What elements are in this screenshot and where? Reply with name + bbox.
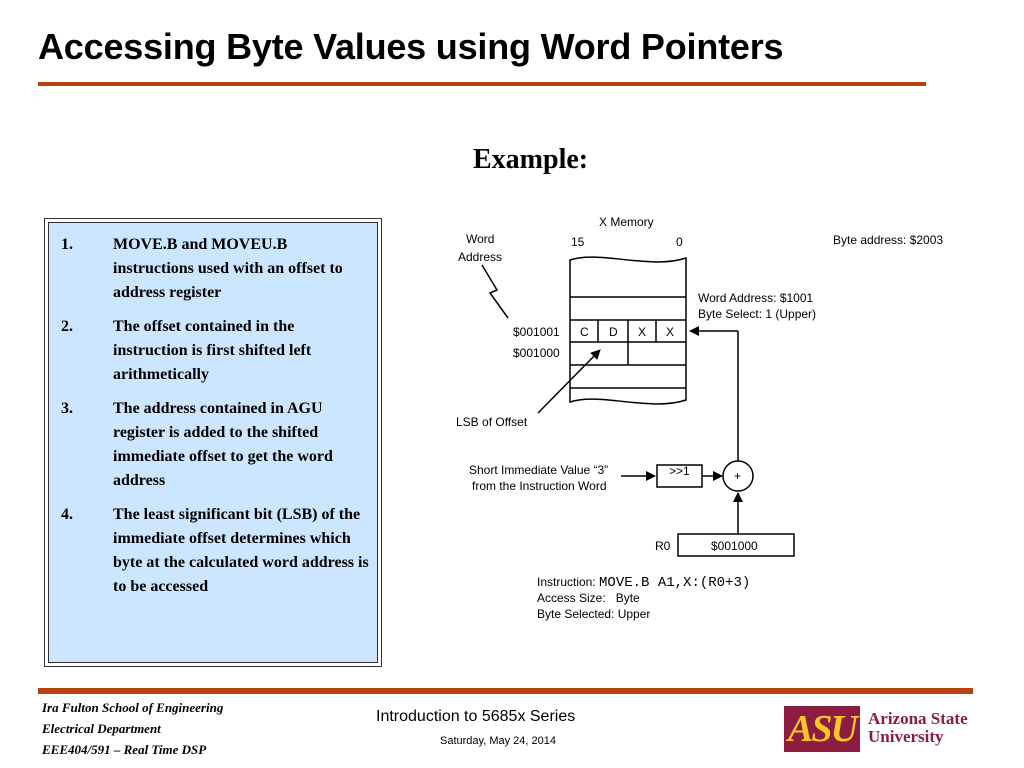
bit-low-label: 0 bbox=[676, 235, 683, 249]
instruction-code: MOVE.B A1,X:(R0+3) bbox=[599, 575, 750, 591]
byte-address-label: Byte address: $2003 bbox=[833, 233, 943, 247]
footer-institution: Ira Fulton School of Engineering Electri… bbox=[42, 697, 223, 760]
memory-diagram: X Memory 15 0 Word Address Byte address:… bbox=[456, 215, 943, 621]
asu-logo-line: University bbox=[868, 727, 944, 746]
list-number: 1. bbox=[61, 236, 73, 253]
list-item: 3. The address contained in AGU register … bbox=[59, 397, 369, 493]
bit-high-label: 15 bbox=[571, 235, 585, 249]
instruction-label: Instruction: bbox=[537, 575, 599, 589]
memory-cell: X bbox=[666, 325, 674, 339]
short-immediate-label: from the Instruction Word bbox=[472, 479, 607, 493]
list-text: The least significant bit (LSB) of the i… bbox=[113, 506, 369, 595]
list-number: 2. bbox=[61, 318, 73, 335]
memory-label: X Memory bbox=[599, 215, 654, 229]
address-1000: $001000 bbox=[513, 346, 560, 360]
list-number: 3. bbox=[61, 400, 73, 417]
register-name: R0 bbox=[655, 539, 671, 553]
byte-select-value: Byte Select: 1 (Upper) bbox=[698, 307, 816, 321]
example-heading: Example: bbox=[473, 144, 589, 175]
footer-department: Electrical Department bbox=[42, 721, 161, 736]
byte-selected: Byte Selected: Upper bbox=[537, 607, 650, 621]
lsb-label: LSB of Offset bbox=[456, 415, 528, 429]
shift-label: >>1 bbox=[669, 464, 690, 478]
instruction-line: Instruction: MOVE.B A1,X:(R0+3) bbox=[537, 575, 750, 591]
asu-logo: ASU Arizona State University bbox=[784, 706, 984, 752]
address-1001: $001001 bbox=[513, 325, 560, 339]
list-text: The offset contained in the instruction … bbox=[113, 318, 312, 383]
list-item: 4. The least significant bit (LSB) of the… bbox=[59, 503, 369, 599]
adder-symbol: + bbox=[734, 469, 741, 483]
list-number: 4. bbox=[61, 506, 73, 523]
asu-logo-line: Arizona State bbox=[868, 709, 968, 728]
asu-logo-mark: ASU bbox=[784, 706, 860, 752]
slide-title: Accessing Byte Values using Word Pointer… bbox=[38, 26, 784, 67]
word-address-value: Word Address: $1001 bbox=[698, 291, 814, 305]
word-address-label: Word bbox=[466, 232, 494, 246]
footer-divider bbox=[38, 688, 973, 694]
list-text: The address contained in AGU register is… bbox=[113, 400, 333, 489]
list-text: MOVE.B and MOVEU.B instructions used wit… bbox=[113, 236, 343, 301]
title-divider bbox=[38, 82, 926, 86]
memory-cell: C bbox=[580, 325, 589, 339]
steps-list: 1. MOVE.B and MOVEU.B instructions used w… bbox=[49, 223, 377, 599]
register-value: $001000 bbox=[711, 539, 758, 553]
memory-cell: X bbox=[638, 325, 646, 339]
footer-title: Introduction to 5685x Series bbox=[376, 708, 576, 725]
footer-date: Saturday, May 24, 2014 bbox=[440, 735, 556, 747]
list-item: 1. MOVE.B and MOVEU.B instructions used w… bbox=[59, 233, 369, 305]
short-immediate-label: Short Immediate Value “3” bbox=[469, 463, 608, 477]
memory-cell: D bbox=[609, 325, 618, 339]
access-size: Access Size: Byte bbox=[537, 591, 640, 605]
steps-box: 1. MOVE.B and MOVEU.B instructions used w… bbox=[44, 218, 382, 667]
footer-school: Ira Fulton School of Engineering bbox=[42, 700, 224, 715]
word-address-label: Address bbox=[458, 250, 502, 264]
footer-course: EEE404/591 – Real Time DSP bbox=[42, 742, 207, 757]
asu-logo-name: Arizona State University bbox=[868, 710, 968, 746]
list-item: 2. The offset contained in the instructio… bbox=[59, 315, 369, 387]
